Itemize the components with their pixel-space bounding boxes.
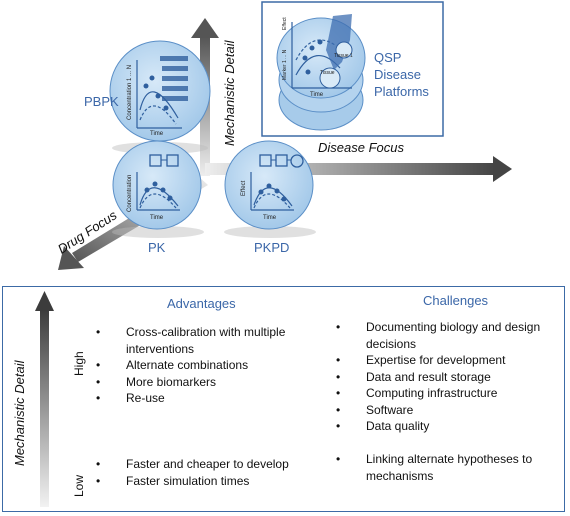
advantages-high-list: Cross-calibration with multiple interven… (96, 324, 326, 407)
qsp-effect-label: Effect (282, 17, 288, 30)
pkpd-bubble: Effect Time (224, 140, 316, 238)
pbpk-bubble: Concentration 1 ... N Time (109, 40, 211, 154)
list-item: Faster simulation times (96, 473, 326, 490)
challenges-high-list: Documenting biology and design decisions… (336, 319, 558, 435)
list-item: Software (336, 402, 558, 419)
pk-time-label: Time (150, 215, 164, 221)
pbpk-label: PBPK (84, 94, 119, 109)
advantages-title: Advantages (167, 296, 236, 311)
mechanistic-detail-vertical-arrow (35, 291, 54, 507)
qsp-tissue-label: Tissue (320, 70, 335, 76)
list-item: More biomarkers (96, 374, 326, 391)
list-item: Re-use (96, 390, 326, 407)
advantages-low-list: Faster and cheaper to develop Faster sim… (96, 456, 326, 489)
list-item: Documenting biology and design decisions (336, 319, 558, 352)
model-landscape-figure: Effect Marker 1 ... N Tissue 1 Tissue Ti… (58, 1, 512, 270)
list-item: Data quality (336, 418, 558, 435)
level-high-label: High (72, 351, 86, 376)
pkpd-label: PKPD (254, 240, 290, 255)
qsp-marker-label: Marker 1 ... N (282, 49, 288, 80)
pkpd-effect-label: Effect (241, 180, 247, 196)
challenges-low-list: Linking alternate hypotheses to mechanis… (336, 451, 558, 484)
pk-label: PK (148, 240, 166, 255)
pkpd-time-label: Time (263, 215, 277, 221)
disease-focus-axis-label: Disease Focus (318, 140, 404, 155)
pk-bubble: Concentration Time (112, 140, 204, 238)
advantages-challenges-panel (2, 286, 565, 512)
mechanistic-detail-axis-label: Mechanistic Detail (222, 40, 237, 147)
list-item: Data and result storage (336, 369, 558, 386)
list-item: Expertise for development (336, 352, 558, 369)
qsp-label-line3: Platforms (374, 84, 429, 99)
pk-concentration-label: Concentration (127, 175, 133, 212)
challenges-title: Challenges (423, 293, 489, 308)
list-item: Cross-calibration with multiple interven… (96, 324, 326, 357)
list-item: Linking alternate hypotheses to mechanis… (336, 451, 558, 484)
pbpk-concentration-label: Concentration 1 ... N (127, 65, 133, 120)
panel-axis-label: Mechanistic Detail (12, 360, 27, 467)
qsp-label-line1: QSP (374, 50, 402, 65)
list-item: Alternate combinations (96, 357, 326, 374)
level-low-label: Low (72, 474, 86, 497)
qsp-platforms-box: Effect Marker 1 ... N Tissue 1 Tissue Ti… (261, 1, 444, 137)
qsp-time-label: Time (310, 92, 324, 98)
qsp-tissue1-label: Tissue 1 (334, 53, 353, 59)
qsp-label-line2: Disease (374, 67, 421, 82)
list-item: Faster and cheaper to develop (96, 456, 326, 473)
pbpk-time-label: Time (150, 131, 164, 137)
list-item: Computing infrastructure (336, 385, 558, 402)
